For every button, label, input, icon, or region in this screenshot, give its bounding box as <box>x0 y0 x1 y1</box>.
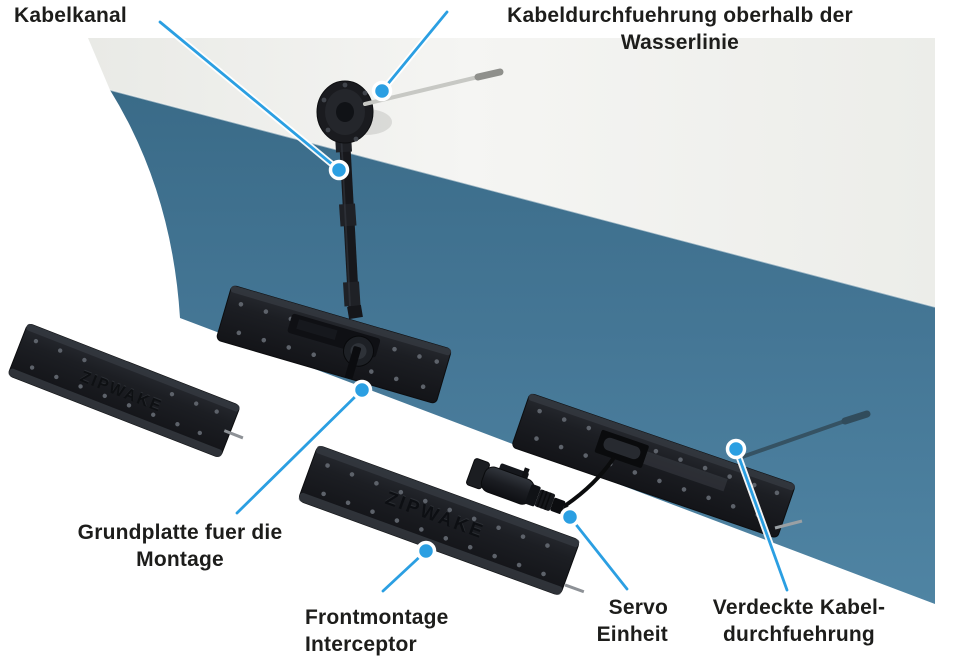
dot-baseplate <box>351 379 373 401</box>
mounted-base-plate <box>216 285 452 404</box>
dot-servo <box>559 506 581 528</box>
leader-servo <box>568 515 629 591</box>
servo-cable <box>564 457 615 507</box>
concealed-cable <box>740 410 871 459</box>
leader-baseplate <box>235 388 364 515</box>
leader-kabelkanal <box>158 20 341 172</box>
cable-gland-fitting <box>316 80 374 144</box>
actuator-rod <box>345 346 362 380</box>
front-mount-interceptor: ZIPWAKE ZIPWAKE <box>298 445 585 596</box>
label-text: Interceptor <box>305 633 417 656</box>
callout-dots <box>328 80 747 562</box>
leader-gland <box>380 10 449 93</box>
spare-interceptor-blade: ZIPWAKE ZIPWAKE <box>8 323 244 458</box>
starboard-base-plate <box>512 393 795 538</box>
label-text: Kabelkanal <box>14 4 127 27</box>
label-mounting-base-plate: Grundplatte fuer die Montage <box>38 519 322 573</box>
label-text: Montage <box>136 548 224 571</box>
dot-kabelkanal <box>328 159 350 181</box>
label-text: durchfuehrung <box>723 623 875 646</box>
screws <box>29 338 219 436</box>
label-text: Frontmontage <box>305 606 449 629</box>
dot-front <box>415 540 437 562</box>
label-servo-unit: Servo Einheit <box>556 594 668 648</box>
label-text: Verdeckte Kabel- <box>712 596 886 619</box>
screws <box>321 463 550 577</box>
label-front-mount-interceptor: Frontmontage Interceptor <box>305 604 449 658</box>
label-text: Kabeldurchfuehrung oberhalb der <box>507 4 853 27</box>
label-text: Wasserlinie <box>620 31 740 54</box>
label-cable-channel: Kabelkanal <box>14 2 127 29</box>
servo-unit <box>466 458 570 515</box>
hull-topside <box>88 38 935 307</box>
leader-lines <box>156 8 791 595</box>
leader-verdeckte <box>734 447 789 592</box>
label-cable-gland-above-waterline: Kabeldurchfuehrung oberhalb der Wasserli… <box>430 2 930 56</box>
dot-gland <box>371 80 393 102</box>
mounting-pin <box>774 519 803 530</box>
dot-verdeckte <box>725 438 747 460</box>
label-concealed-cable-gland: Verdeckte Kabel- durchfuehrung <box>688 594 910 648</box>
cable-channel-strip <box>643 451 728 492</box>
label-text: Servo <box>608 596 668 619</box>
label-text: Einheit <box>596 623 668 646</box>
label-text: Grundplatte fuer die <box>77 521 283 544</box>
waterline <box>109 89 936 308</box>
